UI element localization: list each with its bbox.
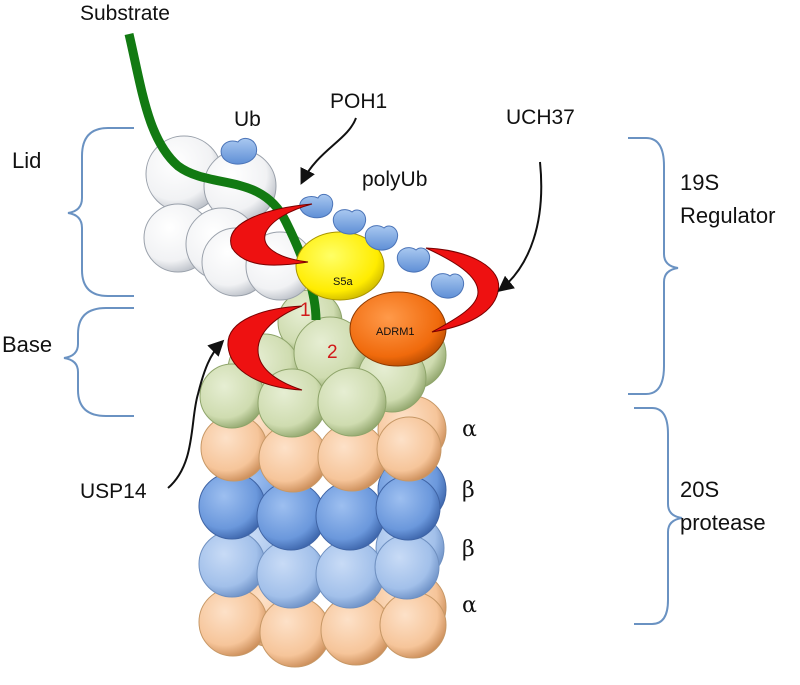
lid-bracket (67, 127, 134, 297)
base-label: Base (2, 332, 52, 357)
lid-label: Lid (12, 148, 41, 173)
alpha-ring-bottom-label: α (462, 593, 477, 618)
beta-subunit (198, 530, 266, 598)
beta-subunit (315, 481, 385, 551)
alpha-subunit (379, 591, 447, 659)
base-subunit (317, 367, 387, 437)
ubiquitin-unit (396, 247, 430, 273)
usp14-label: USP14 (80, 480, 147, 503)
protease-label-line1: 20S (680, 477, 719, 502)
beta-ring-lower-label: β (462, 537, 475, 562)
polyub-chain (299, 193, 464, 299)
beta-subunit (198, 472, 266, 540)
site-2-label: 2 (327, 342, 338, 363)
ub-label: Ub (234, 108, 261, 131)
usp14-arrow (167, 339, 225, 489)
ring-alpha-bottom (198, 570, 447, 668)
regulator-label-line1: 19S (680, 170, 719, 195)
adrm1-receptor: ADRM1 (349, 291, 447, 367)
ubiquitin-unit (299, 193, 334, 219)
s5a-receptor: S5a (295, 231, 385, 301)
protease-label-line2: protease (680, 510, 766, 535)
ubiquitin-unit (364, 225, 398, 251)
site-1-label: 1 (300, 300, 311, 321)
beta-ring-upper-label: β (462, 478, 475, 503)
polyub-label: polyUb (362, 168, 427, 191)
ubiquitin-unit (332, 209, 366, 235)
ring-alpha-top (200, 395, 447, 493)
adrm1-label: ADRM1 (376, 326, 415, 338)
regulator-bracket (628, 137, 679, 395)
s5a-label: S5a (333, 276, 353, 288)
alpha-subunit (376, 416, 442, 482)
ubiquitin-unit (430, 273, 464, 299)
base-bracket (63, 307, 134, 417)
ubiquitin-icon (220, 138, 258, 165)
poh1-label: POH1 (330, 90, 387, 113)
protease-bracket (634, 407, 683, 625)
beta-subunit (374, 534, 440, 600)
substrate-label: Substrate (80, 2, 170, 25)
uch37-label: UCH37 (506, 106, 575, 129)
poh1-arrow (300, 117, 357, 185)
uch37-crescent (425, 247, 500, 333)
usp14-crescent (227, 305, 303, 391)
uch37-arrow (497, 161, 543, 293)
poh1-crescent (230, 203, 313, 266)
beta-subunit (375, 475, 441, 541)
regulator-label-line2: Regulator (680, 203, 775, 228)
alpha-ring-top-label: α (462, 417, 477, 442)
alpha-subunit (198, 587, 268, 657)
